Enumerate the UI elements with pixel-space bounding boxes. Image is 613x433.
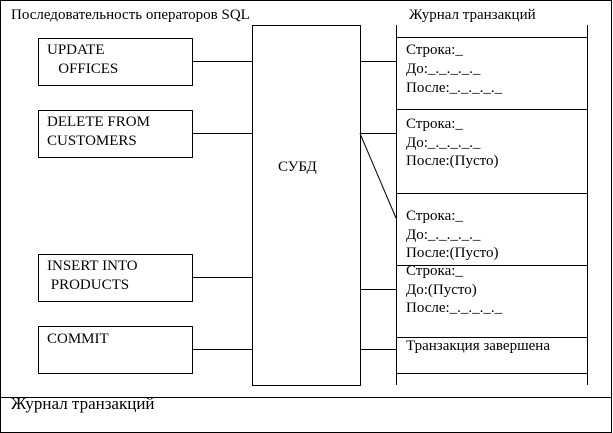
log-title: Журнал транзакций	[409, 7, 536, 23]
statement-insert-line2: PRODUCTS	[47, 277, 130, 293]
log-entry-4-after: После:_._._._._	[406, 300, 503, 316]
log-entry-3-before: До:_._._._._	[406, 227, 481, 243]
statement-insert-line1: INSERT INTO	[47, 258, 138, 274]
log-entry-2-before: До:_._._._._	[406, 135, 481, 151]
figure-caption: Журнал транзакций	[11, 394, 155, 413]
log-entry-1-before: До:_._._._._	[406, 61, 481, 77]
log-entry-3-after: После:(Пусто)	[406, 245, 499, 261]
dbms-label: СУБД	[278, 159, 317, 175]
log-entry-4-row: Строка:_	[406, 263, 463, 279]
statement-update-line2: OFFICES	[47, 61, 119, 77]
log-connector-delete-diagonal	[359, 133, 397, 219]
log-entry-4-before: До:(Пусто)	[406, 282, 477, 298]
log-entry-1-after: После:_._._._._	[406, 80, 503, 96]
statement-delete-line1: DELETE FROM	[47, 114, 150, 130]
statement-delete-line2: CUSTOMERS	[47, 133, 137, 149]
statement-commit-line1: COMMIT	[47, 331, 109, 347]
dbms-box	[252, 25, 361, 386]
statement-update-line1: UPDATE	[47, 42, 105, 58]
log-entry-5-commit: Транзакция завершена	[406, 338, 550, 354]
log-entry-2-row: Строка:_	[406, 116, 463, 132]
log-entry-3-row: Строка:_	[406, 208, 463, 224]
log-entry-1-row: Строка:_	[406, 42, 463, 58]
statements-title: Последовательность операторов SQL	[11, 7, 250, 23]
log-entry-2-after: После:(Пусто)	[406, 153, 499, 169]
